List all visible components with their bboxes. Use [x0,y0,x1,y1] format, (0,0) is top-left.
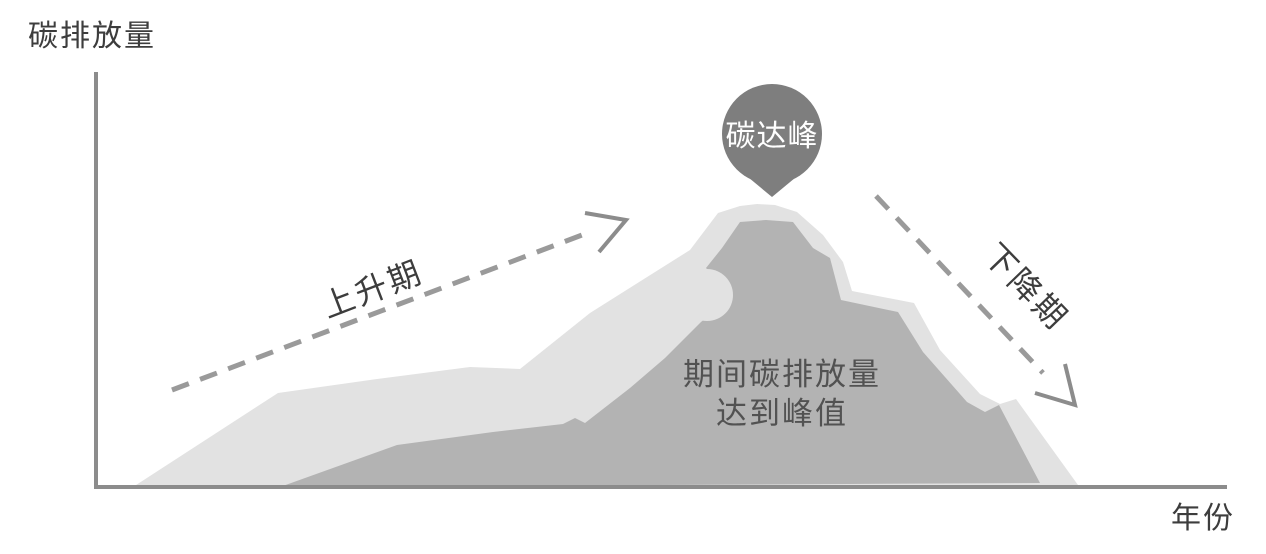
peak-annotation-line1: 期间碳排放量 [683,357,881,392]
fall-arrow-dashed-line [874,194,1045,375]
fall-period-label: 下降期 [977,237,1076,338]
peak-annotation-line2: 达到峰值 [716,396,848,431]
peak-pin-balloon [722,84,822,184]
y-axis-label: 碳排放量 [28,20,156,53]
rise-arrowhead-icon [584,211,630,254]
rise-arrow-dashed-line [171,229,591,393]
peak-pin-label: 碳达峰 [726,120,819,153]
axes-lines [94,72,1227,489]
x-axis-label: 年份 [1171,502,1235,535]
peak-pin-icon: 碳达峰 [722,84,822,197]
fall-arrowhead-icon [1034,363,1078,408]
inner-mountain-area [280,220,1040,487]
ridge-notch-cap [681,269,733,321]
